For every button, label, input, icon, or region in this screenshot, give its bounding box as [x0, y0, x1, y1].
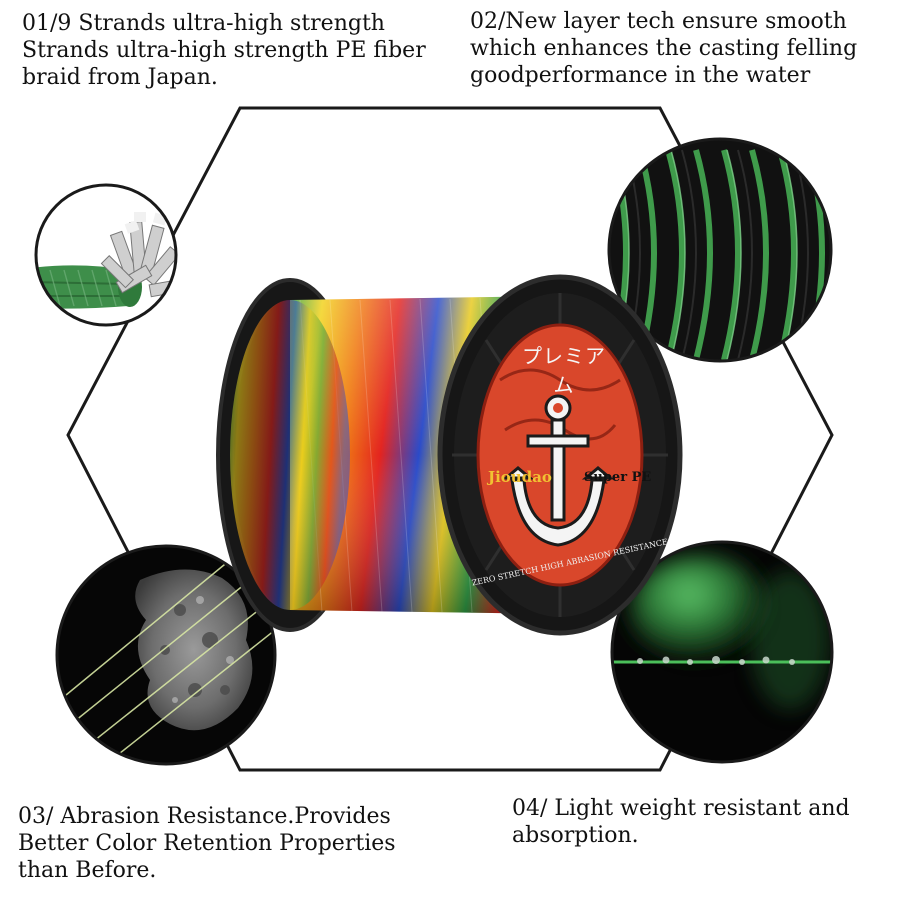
caption-line: Strands ultra-high strength PE fiber [22, 38, 426, 63]
caption-line: 01/9 Strands ultra-high strength [22, 11, 385, 36]
spool-brand-text: Jioudao [488, 468, 552, 486]
abrasion-detail-circle [55, 544, 277, 766]
feature-caption-strands: 01/9 Strands ultra-high strength Strands… [22, 10, 426, 91]
caption-line: absorption. [512, 823, 639, 848]
caption-line: 04/ Light weight resistant and [512, 796, 850, 821]
spool-illustration [216, 274, 683, 636]
caption-line: than Before. [18, 858, 157, 883]
lightweight-detail-circle [610, 540, 834, 764]
caption-line: 03/ Abrasion Resistance.Provides [18, 804, 391, 829]
caption-line: 02/New layer tech ensure smooth [470, 9, 847, 34]
caption-line: Better Color Retention Properties [18, 831, 396, 856]
caption-line: goodperformance in the water [470, 63, 811, 88]
strands-detail-circle [34, 183, 178, 327]
caption-line: braid from Japan. [22, 65, 218, 90]
spool-product-text: Super PE [584, 470, 652, 485]
feature-caption-lightweight: 04/ Light weight resistant and absorptio… [512, 795, 850, 849]
feature-caption-abrasion: 03/ Abrasion Resistance.Provides Better … [18, 803, 396, 884]
anchor-icon [501, 394, 615, 547]
caption-line: which enhances the casting felling [470, 36, 858, 61]
spool-japanese-text: プレミアム [522, 344, 606, 397]
feature-caption-layer-tech: 02/New layer tech ensure smooth which en… [470, 8, 857, 89]
hexagon-frame [66, 106, 834, 772]
